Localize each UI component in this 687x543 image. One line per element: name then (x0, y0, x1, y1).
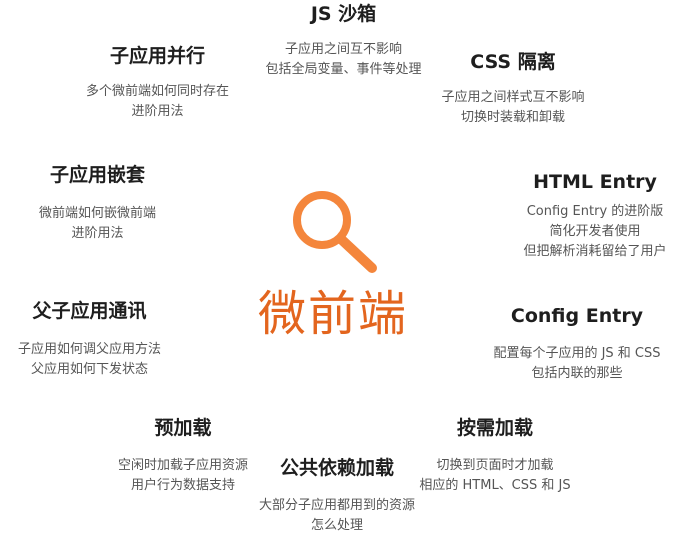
node-title: 子应用嵌套 (49, 164, 145, 186)
center-hub: 微前端 (248, 182, 418, 352)
node-description: 大部分子应用都用到的资源 怎么处理 (242, 496, 432, 536)
desc-line: 切换到页面时才加载 (436, 458, 554, 473)
node-js-sandbox: JS 沙箱 子应用之间互不影响 包括全局变量、事件等处理 (236, 2, 451, 80)
desc-line: 包括内联的那些 (531, 366, 623, 381)
node-parallel: 子应用并行 多个微前端如何同时存在 进阶用法 (65, 44, 250, 122)
node-title: JS 沙箱 (310, 3, 377, 25)
node-on-demand: 按需加载 切换到页面时才加载 相应的 HTML、CSS 和 JS (395, 416, 595, 496)
desc-line: 父应用如何下发状态 (30, 362, 148, 377)
node-title: 按需加载 (456, 417, 533, 439)
node-description: 切换到页面时才加载 相应的 HTML、CSS 和 JS (395, 456, 595, 496)
desc-line: 怎么处理 (310, 518, 363, 533)
node-description: Config Entry 的进阶版 简化开发者使用 但把解析消耗留给了用户 (505, 202, 685, 262)
desc-line: 大部分子应用都用到的资源 (258, 498, 415, 513)
node-description: 配置每个子应用的 JS 和 CSS 包括内联的那些 (472, 344, 682, 384)
desc-line: 用户行为数据支持 (130, 478, 235, 493)
node-description: 子应用如何调父应用方法 父应用如何下发状态 (2, 340, 177, 380)
desc-line: Config Entry 的进阶版 (526, 204, 664, 219)
desc-line: 空闲时加载子应用资源 (117, 458, 248, 473)
desc-line: 切换时装载和卸载 (460, 110, 565, 125)
node-title: HTML Entry (533, 171, 657, 193)
node-preload: 预加载 空闲时加载子应用资源 用户行为数据支持 (98, 416, 268, 496)
node-title: 子应用并行 (109, 45, 205, 67)
node-title: 预加载 (154, 417, 212, 439)
node-title: Config Entry (510, 305, 644, 327)
node-title: 父子应用通讯 (32, 300, 147, 322)
node-title: 公共依赖加载 (279, 457, 394, 479)
node-description: 多个微前端如何同时存在 进阶用法 (65, 82, 250, 122)
node-description: 微前端如何嵌微前端 进阶用法 (5, 204, 190, 244)
node-description: 子应用之间互不影响 包括全局变量、事件等处理 (236, 40, 451, 80)
node-description: 空闲时加载子应用资源 用户行为数据支持 (98, 456, 268, 496)
desc-line: 子应用如何调父应用方法 (17, 342, 161, 357)
desc-line: 配置每个子应用的 JS 和 CSS (493, 346, 661, 361)
node-config-entry: Config Entry 配置每个子应用的 JS 和 CSS 包括内联的那些 (472, 304, 682, 384)
search-icon (293, 191, 377, 273)
desc-line: 子应用之间互不影响 (284, 42, 402, 57)
desc-line: 相应的 HTML、CSS 和 JS (419, 478, 571, 493)
node-nesting: 子应用嵌套 微前端如何嵌微前端 进阶用法 (5, 163, 190, 244)
node-css-isolation: CSS 隔离 子应用之间样式互不影响 切换时装载和卸载 (413, 50, 613, 128)
desc-line: 简化开发者使用 (549, 224, 641, 239)
desc-line: 子应用之间样式互不影响 (441, 90, 585, 105)
desc-line: 进阶用法 (131, 104, 184, 119)
node-shared-deps: 公共依赖加载 大部分子应用都用到的资源 怎么处理 (242, 456, 432, 536)
desc-line: 但把解析消耗留给了用户 (523, 244, 667, 259)
node-communication: 父子应用通讯 子应用如何调父应用方法 父应用如何下发状态 (2, 299, 177, 380)
desc-line: 多个微前端如何同时存在 (85, 84, 229, 99)
node-html-entry: HTML Entry Config Entry 的进阶版 简化开发者使用 但把解… (505, 170, 685, 262)
node-title: CSS 隔离 (470, 51, 556, 73)
center-title: 微前端 (257, 286, 408, 342)
desc-line: 包括全局变量、事件等处理 (265, 62, 422, 77)
desc-line: 进阶用法 (71, 226, 124, 241)
node-description: 子应用之间样式互不影响 切换时装载和卸载 (413, 88, 613, 128)
desc-line: 微前端如何嵌微前端 (38, 206, 156, 221)
